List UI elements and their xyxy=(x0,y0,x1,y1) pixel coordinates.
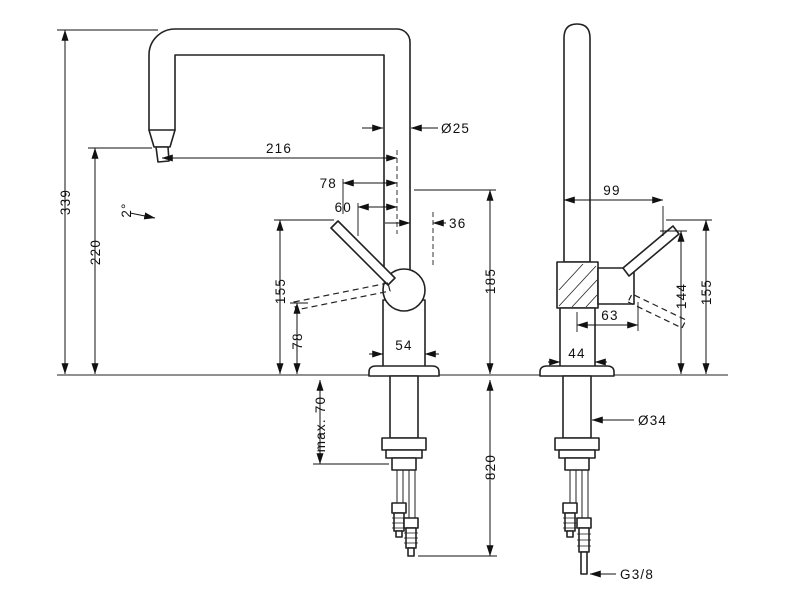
dim-label-offset-78: 78 xyxy=(320,176,337,191)
dim-label-handle-36: 36 xyxy=(449,216,466,231)
side-view: 99 63 44 144 155 Ø34 G3/8 xyxy=(539,23,714,582)
handle-lever-front xyxy=(330,220,396,286)
mounting-shank-front xyxy=(389,375,419,439)
under-counter-front xyxy=(381,375,427,557)
spout-column-side xyxy=(563,23,591,263)
dim-label-height-185: 185 xyxy=(483,268,498,294)
dim-label-depth-99: 99 xyxy=(603,183,620,198)
hose-connector-side xyxy=(564,457,590,471)
dim-label-base-depth-44: 44 xyxy=(568,346,585,361)
hose-connector-front xyxy=(391,457,417,471)
spout-outline xyxy=(148,28,411,273)
handle-lever-side-swivel-dashed xyxy=(627,293,687,329)
mounting-nut-front xyxy=(381,437,427,451)
dim-label-outlet-height: 220 xyxy=(88,239,103,265)
dim-label-handle-height: 155 xyxy=(273,278,288,304)
front-view: Ø25 216 78 60 36 339 220 2° 155 78 xyxy=(58,28,498,557)
dim-label-total-height: 339 xyxy=(58,189,73,215)
dims-side: 99 63 44 144 155 Ø34 G3/8 xyxy=(548,183,714,582)
base-flange-front xyxy=(368,365,440,377)
dim-label-height-144: 144 xyxy=(674,283,689,309)
dim-label-handle-offset-63: 63 xyxy=(601,308,618,323)
dim-label-reach: 216 xyxy=(266,141,292,156)
dims-front: Ø25 216 78 60 36 339 220 2° 155 78 xyxy=(58,29,498,557)
under-counter-side xyxy=(554,375,600,575)
dim-label-offset-60: 60 xyxy=(335,200,352,215)
mounting-nut-side xyxy=(554,437,600,451)
dim-label-connection-thread: G3/8 xyxy=(620,567,654,582)
hose-fitting-b-side xyxy=(576,517,592,575)
body-side xyxy=(539,307,615,377)
hose-fitting-b xyxy=(403,517,419,557)
aerator xyxy=(155,146,170,163)
dim-label-height-155: 155 xyxy=(699,279,714,305)
dim-label-handle-low: 78 xyxy=(290,332,305,349)
dim-label-shank-diameter: Ø34 xyxy=(638,413,667,428)
dim-label-angle: 2° xyxy=(119,202,134,217)
mounting-shank-side xyxy=(562,375,592,439)
spout-nozzle xyxy=(148,129,176,148)
handle-lever-front-swivel-dashed xyxy=(293,282,391,311)
dim-label-hose-length: 820 xyxy=(483,454,498,480)
dim-label-max-mounting-depth: max. 70 xyxy=(313,396,328,452)
cartridge-side xyxy=(556,261,599,309)
hose-fitting-a-side xyxy=(562,502,578,538)
dim-label-spout-diameter: Ø25 xyxy=(441,121,470,136)
base-flange-side xyxy=(539,365,615,377)
handle-lever-side xyxy=(622,225,680,277)
dim-label-base-width: 54 xyxy=(395,338,412,353)
